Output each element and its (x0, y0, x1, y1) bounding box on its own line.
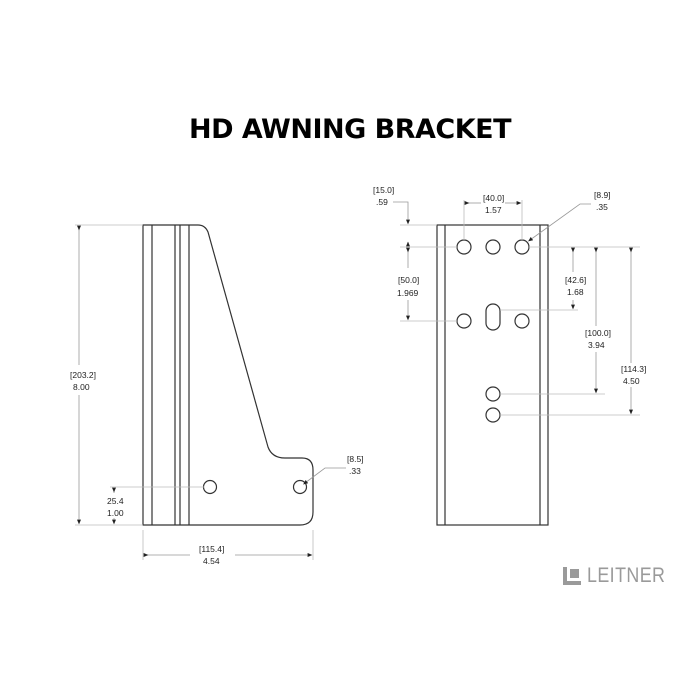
drawing-title: HD AWNING BRACKET (188, 114, 512, 145)
dim-side-hole-dia-mm: [8.5] (347, 454, 364, 464)
dim-row-spacing-in: 1.969 (397, 288, 419, 298)
front-hole-top-right (514, 239, 530, 255)
dim-hole-height-in: 1.00 (107, 508, 124, 518)
front-view-labels: [15.0] .59 [40.0] 1.57 [8.9] .35 [50.0] … (373, 185, 646, 386)
front-hole-lower-1 (485, 386, 501, 402)
leitner-logo-icon (563, 567, 581, 585)
dim-hole-height-mm: 25.4 (107, 496, 124, 506)
dim-lower-hole-1-mm: [100.0] (585, 328, 611, 338)
dim-slot-offset-in: 1.68 (567, 287, 584, 297)
dim-overall-height-mm: [203.2] (70, 370, 96, 380)
dim-lower-hole-2-mm: [114.3] (621, 364, 646, 374)
brand-name: LEITNER (587, 564, 666, 587)
side-hole-2 (292, 479, 308, 495)
front-hole-top-center (485, 239, 501, 255)
side-view-outline (142, 224, 314, 526)
front-hole-mid-right (514, 313, 530, 329)
side-view-labels: [203.2] 8.00 25.4 1.00 [115.4] 4.54 [8.5… (70, 370, 364, 566)
dim-overall-height-in: 8.00 (73, 382, 90, 392)
dim-top-offset-in: .59 (376, 197, 388, 207)
dim-row-spacing-mm: [50.0] (398, 275, 419, 285)
side-hole-1 (202, 479, 218, 495)
front-hole-top-left (456, 239, 472, 255)
dim-hole-spacing-in: 1.57 (485, 205, 502, 215)
dim-front-hole-dia-mm: [8.9] (594, 190, 611, 200)
dim-overall-width-mm: [115.4] (199, 544, 224, 554)
front-view-dimensions (393, 200, 640, 416)
dim-slot-offset-mm: [42.6] (565, 275, 586, 285)
dim-top-offset-mm: [15.0] (373, 185, 394, 195)
side-view-dimensions (75, 224, 346, 560)
dim-side-hole-dia-in: .33 (349, 466, 361, 476)
brand-logo: LEITNER (563, 564, 679, 588)
front-view-outline (436, 224, 549, 526)
dim-hole-spacing-mm: [40.0] (483, 193, 504, 203)
dim-lower-hole-2-in: 4.50 (623, 376, 640, 386)
dim-overall-width-in: 4.54 (203, 556, 220, 566)
front-hole-lower-2 (485, 407, 501, 423)
side-view (142, 224, 314, 526)
dim-lower-hole-1-in: 3.94 (588, 340, 605, 350)
front-view (436, 224, 549, 526)
dim-front-hole-dia-in: .35 (596, 202, 608, 212)
front-hole-mid-left (456, 313, 472, 329)
front-slot (485, 303, 501, 331)
